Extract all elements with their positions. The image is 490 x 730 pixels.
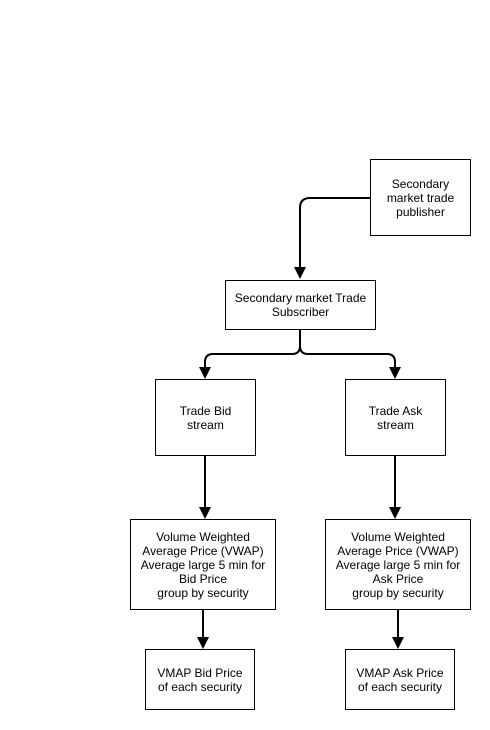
vwap-bid-node: Volume Weighted Average Price (VWAP) Ave… [130,519,276,610]
arrowhead-vwap-bid [199,507,211,519]
edge-subscriber-to-ask-stream [299,345,396,368]
ask-result-node: VMAP Ask Price of each security [345,649,455,710]
subscriber-node: Secondary market Trade Subscriber [225,280,376,330]
edge-publisher-to-subscriber [299,197,370,268]
arrowhead-bid-stream [199,367,211,379]
subscriber-label: Secondary market Trade Subscriber [234,291,367,319]
vwap-ask-label: Volume Weighted Average Price (VWAP) Ave… [335,529,461,600]
bid-result-label: VMAP Bid Price of each security [157,665,243,694]
ask-result-label: VMAP Ask Price of each security [356,665,444,694]
edge-subscriber-to-bid-stream [204,330,301,368]
arrowhead-ask-result [392,637,404,649]
vwap-ask-node: Volume Weighted Average Price (VWAP) Ave… [325,519,471,610]
bid-stream-label: Trade Bid stream [179,403,232,432]
publisher-node: Secondary market trade publisher [370,159,471,236]
arrowhead-subscriber [294,267,306,279]
bid-result-node: VMAP Bid Price of each security [145,649,255,710]
publisher-label: Secondary market trade publisher [386,176,455,219]
bid-stream-node: Trade Bid stream [155,379,256,456]
arrowhead-vwap-ask [389,507,401,519]
vwap-bid-label: Volume Weighted Average Price (VWAP) Ave… [140,529,266,600]
arrowhead-ask-stream [389,367,401,379]
arrowhead-bid-result [197,637,209,649]
ask-stream-node: Trade Ask stream [345,379,446,456]
ask-stream-label: Trade Ask stream [368,403,423,432]
